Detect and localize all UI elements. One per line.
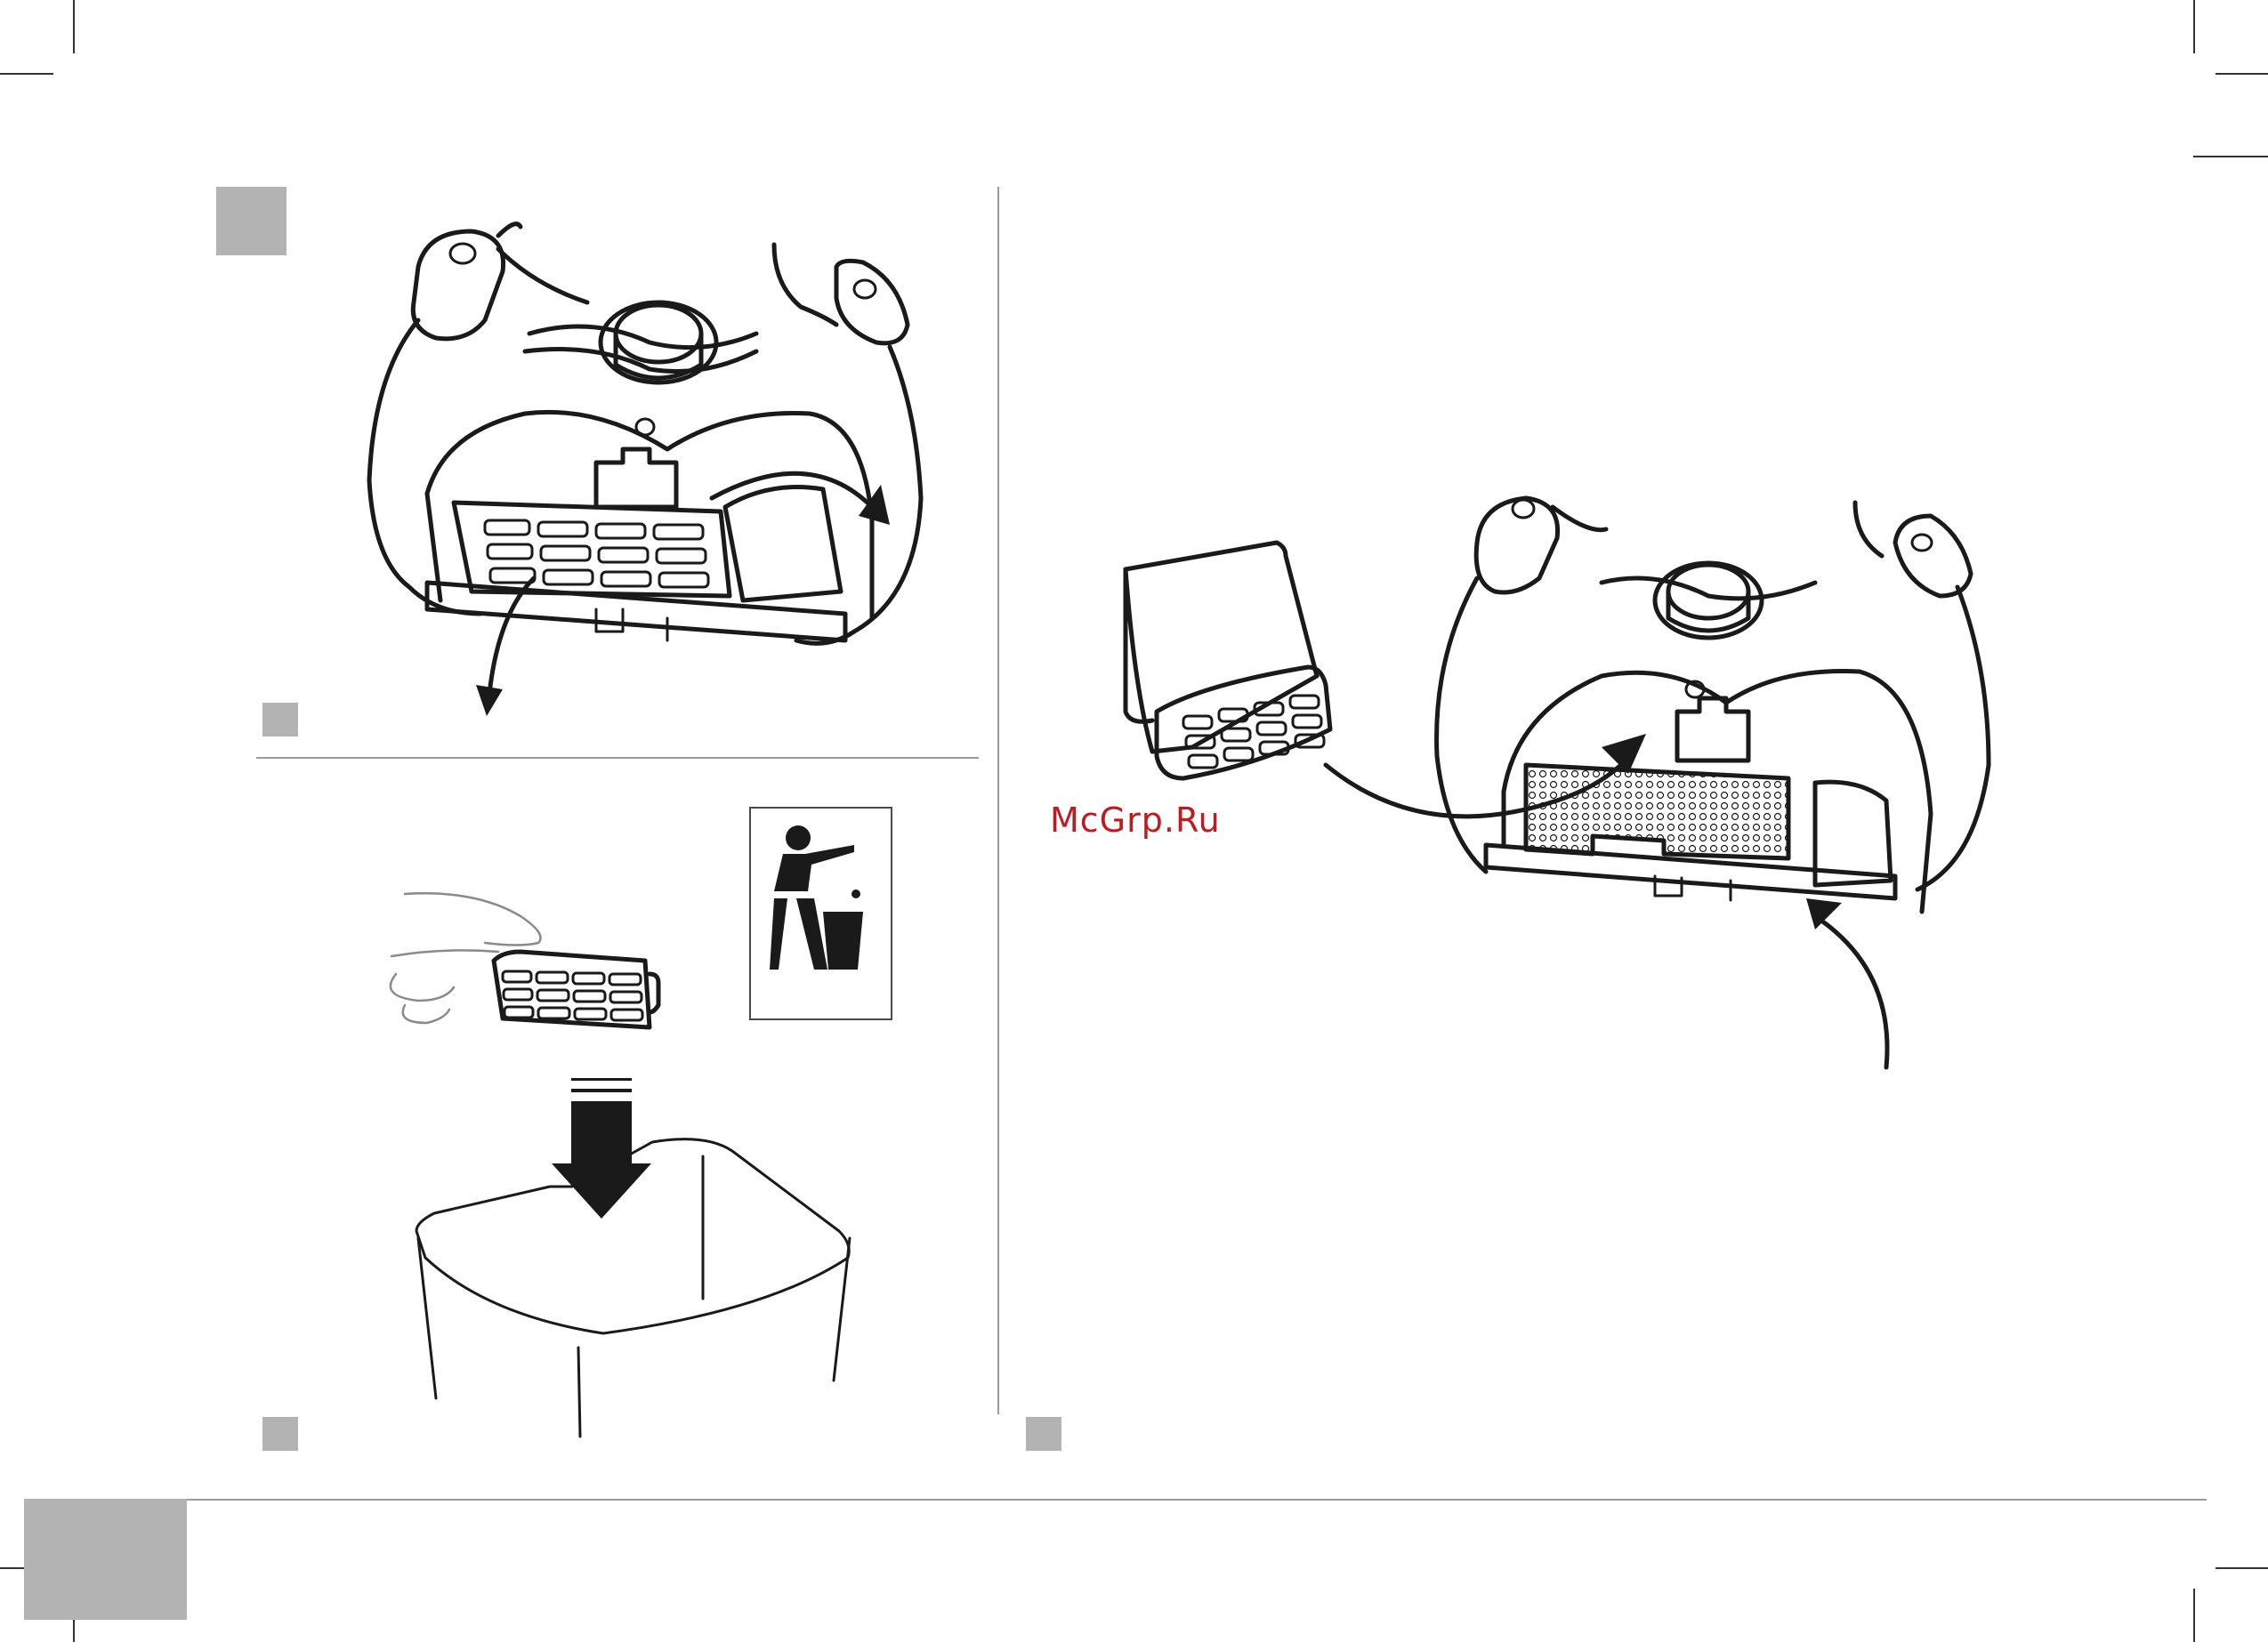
watermark-text: McGrp.Ru (1050, 801, 1221, 840)
